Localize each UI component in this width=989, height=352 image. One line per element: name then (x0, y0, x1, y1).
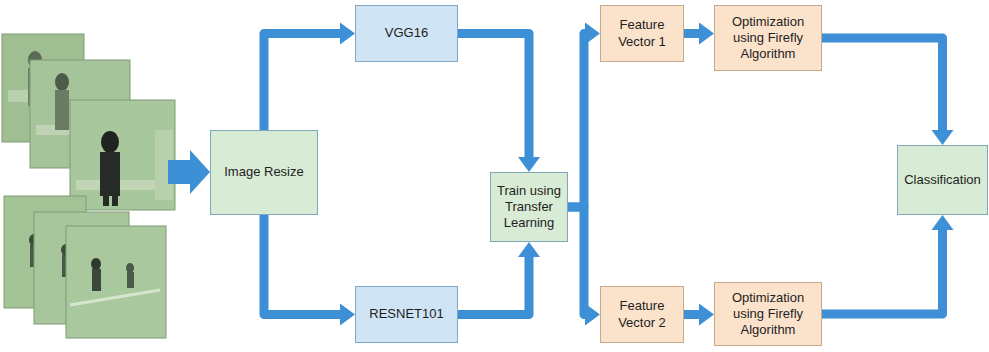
flow-line (264, 215, 341, 315)
flow-arrow (568, 207, 600, 326)
node-label: Feature Vector 2 (607, 298, 677, 331)
node-label: Train using Transfer Learning (497, 183, 561, 232)
node-label: Optimization using Firefly Algorithm (721, 14, 815, 63)
frame-stack-bottom (4, 196, 166, 338)
output-box: Classification (897, 145, 988, 215)
node-label: Feature Vector 1 (607, 17, 677, 50)
input-arrow (168, 150, 210, 194)
flow-line (684, 310, 700, 319)
model-box: RESNET101 (355, 286, 458, 343)
node-label: Image Resize (224, 164, 303, 180)
model-box: VGG16 (355, 5, 458, 62)
process-box: Image Resize (210, 130, 318, 215)
feature-box: Feature Vector 1 (600, 5, 684, 62)
optimization-box: Optimization using Firefly Algorithm (714, 5, 822, 71)
flow-line (568, 34, 586, 208)
flow-line (458, 34, 529, 159)
flow-line (684, 29, 700, 38)
arrow-head (585, 23, 600, 45)
arrow-head (340, 23, 355, 45)
flow-line (264, 34, 341, 131)
node-label: VGG16 (385, 25, 428, 41)
flow-line (568, 207, 586, 315)
arrow-head (699, 304, 714, 326)
flow-arrow (458, 242, 540, 315)
flow-line (822, 229, 943, 314)
flow-arrow (568, 23, 600, 208)
flow-arrow (684, 23, 714, 45)
arrow-head (699, 23, 714, 45)
arrow-head (340, 304, 355, 326)
arrow-head (585, 304, 600, 326)
arrow-head (932, 215, 954, 230)
frame-stack-top (2, 34, 175, 210)
node-label: RESNET101 (369, 306, 443, 322)
feature-box: Feature Vector 2 (600, 286, 684, 343)
process-box: Train using Transfer Learning (490, 172, 568, 242)
arrow-head (518, 242, 540, 257)
optimization-box: Optimization using Firefly Algorithm (714, 282, 822, 346)
arrow-head (518, 157, 540, 172)
flow-arrow (684, 304, 714, 326)
flow-arrow (822, 215, 954, 314)
flow-line (458, 256, 529, 315)
flow-arrow (264, 215, 355, 326)
node-label: Optimization using Firefly Algorithm (721, 290, 815, 339)
flow-line (822, 38, 943, 131)
flow-arrow (458, 34, 540, 173)
node-label: Classification (904, 172, 981, 188)
flow-arrow (822, 38, 954, 145)
flow-arrow (264, 23, 355, 131)
arrow-head (932, 130, 954, 145)
